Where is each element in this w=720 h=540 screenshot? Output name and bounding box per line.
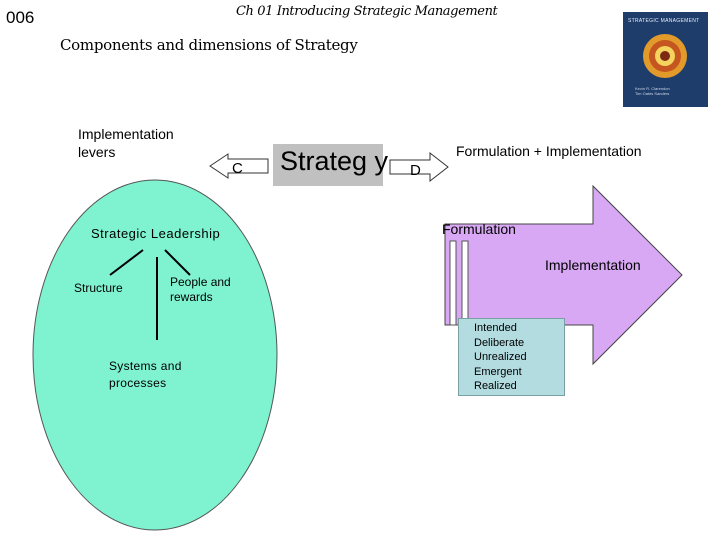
slide-title: Components and dimensions of Strategy — [60, 36, 358, 54]
line-to-people — [164, 249, 191, 276]
outcome-intended: Intended — [474, 322, 517, 334]
outcome-unrealized: Unrealized — [474, 351, 527, 363]
leadership-circle — [32, 179, 278, 531]
outcome-realized: Realized — [474, 380, 517, 392]
formulation-implementation-label: Formulation + Implementation — [456, 143, 642, 159]
book-cover-authors: Kevin R. Clarendon Tim Oates Sanders — [635, 86, 670, 96]
book-author-1: Kevin R. Clarendon — [635, 86, 670, 91]
formulation-label: Formulation — [442, 221, 516, 237]
structure-label: Structure — [74, 281, 123, 295]
outcomes-box — [458, 318, 565, 396]
systems-processes-label: Systems and processes — [109, 359, 182, 390]
strategy-box — [273, 144, 383, 186]
book-cover-image: STRATEGIC MANAGEMENT Kevin R. Clarendon … — [623, 12, 708, 107]
arrow-left-c — [209, 153, 269, 179]
formulation-bar-1 — [449, 240, 457, 326]
d-label: D — [410, 162, 421, 179]
book-cover-title: STRATEGIC MANAGEMENT — [628, 18, 700, 24]
outcome-deliberate: Deliberate — [474, 336, 525, 349]
outcome-emergent: Emergent — [474, 365, 522, 378]
outcomes-list: Intended Deliberate Unrealized Emergent … — [474, 321, 527, 394]
people-rewards-label: People and rewards — [170, 275, 231, 304]
slide-number: 006 — [6, 8, 35, 27]
book-author-2: Tim Oates Sanders — [635, 91, 670, 96]
mandala-icon — [643, 34, 687, 78]
strategic-leadership-label: Strategic Leadership — [91, 226, 221, 241]
c-label: C — [232, 160, 243, 177]
arrow-right-d — [389, 151, 449, 183]
line-to-structure — [109, 249, 144, 276]
implementation-levers-label: Implementation levers — [78, 126, 174, 160]
strategy-label: Strateg y — [280, 146, 389, 176]
implementation-label: Implementation — [545, 257, 641, 273]
formulation-bar-2 — [461, 240, 469, 326]
chapter-title: Ch 01 Introducing Strategic Management — [236, 4, 498, 19]
